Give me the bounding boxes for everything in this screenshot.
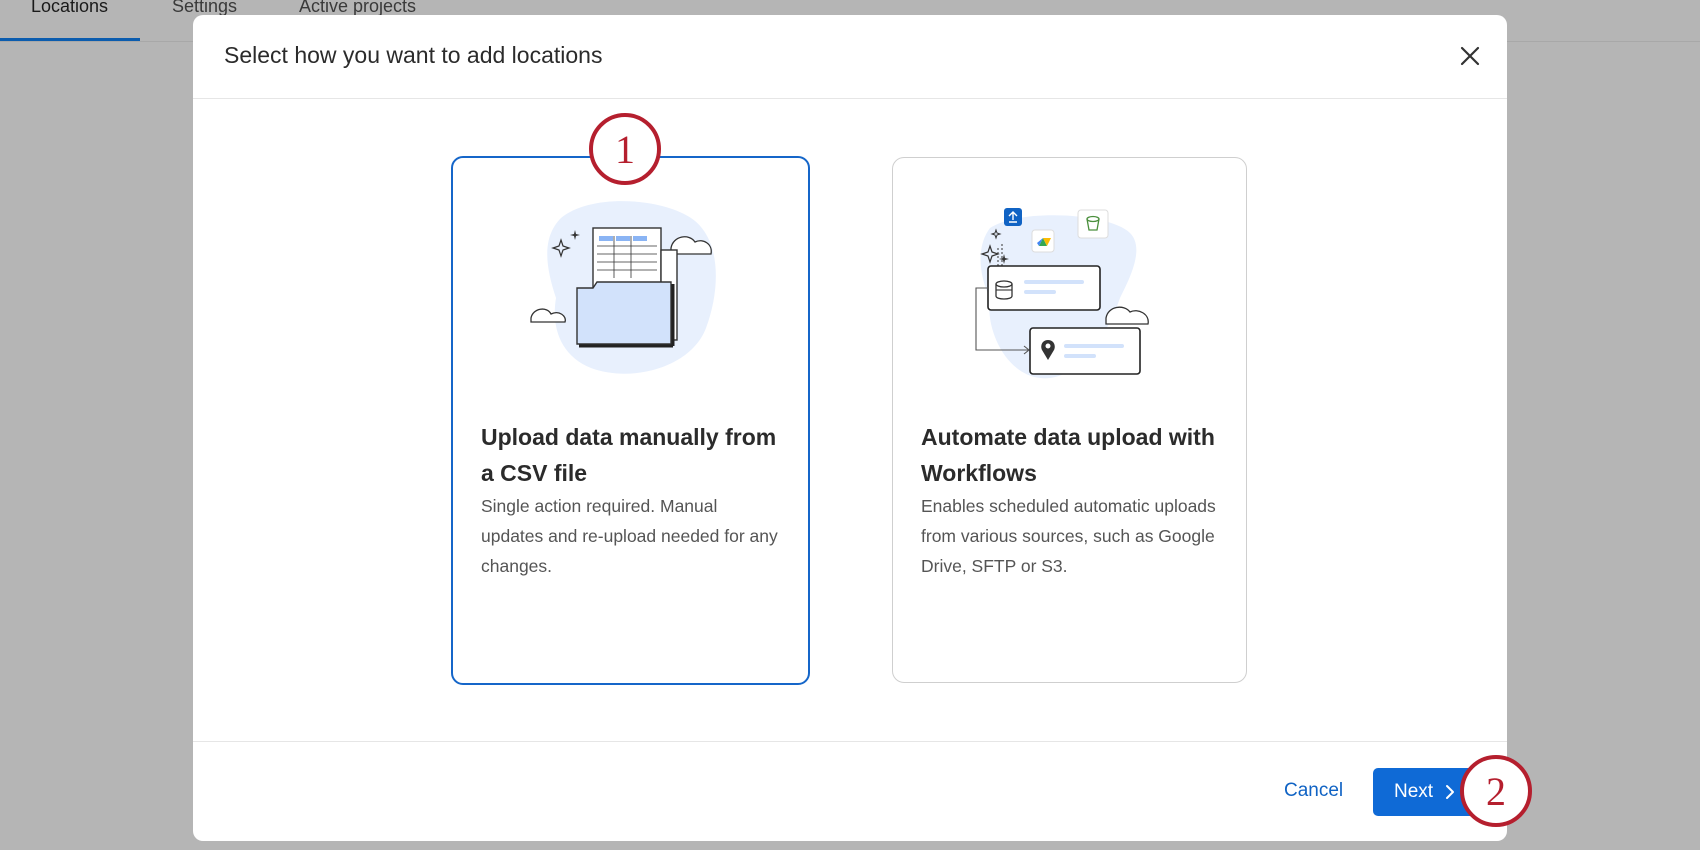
callout-badge-1: 1 (589, 113, 661, 185)
option-title: Upload data manually from a CSV file (481, 424, 777, 486)
chevron-right-icon (1446, 785, 1455, 799)
add-locations-modal: Select how you want to add locations (193, 15, 1507, 841)
option-description: Single action required. Manual updates a… (481, 496, 778, 576)
workflow-automation-illustration (974, 208, 1149, 379)
callout-badge-2: 2 (1460, 755, 1532, 827)
close-button[interactable] (1455, 41, 1485, 71)
option-description: Enables scheduled automatic uploads from… (921, 496, 1216, 576)
modal-title: Select how you want to add locations (224, 42, 603, 68)
option-card-csv-upload[interactable]: Upload data manually from a CSV file Sin… (451, 156, 810, 685)
modal-footer: Cancel Next (193, 741, 1507, 841)
tab-active-projects[interactable]: Active projects (299, 0, 417, 16)
close-icon (1460, 46, 1480, 66)
modal-header: Select how you want to add locations (193, 15, 1507, 99)
tab-locations[interactable]: Locations (31, 0, 109, 16)
option-title: Automate data upload with Workflows (921, 424, 1215, 486)
tab-settings[interactable]: Settings (172, 0, 238, 16)
csv-folder-illustration (529, 201, 716, 374)
cancel-button[interactable]: Cancel (1284, 780, 1344, 801)
option-card-workflows[interactable]: Automate data upload with Workflows Enab… (892, 157, 1247, 683)
next-button-label: Next (1394, 781, 1434, 802)
active-tab-indicator (0, 38, 140, 41)
